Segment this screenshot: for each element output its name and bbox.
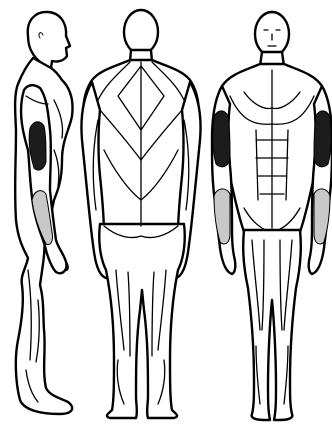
back-legs [99,224,185,418]
front-legs [243,230,301,420]
front-right-forearm-muscle [314,189,330,244]
side-view-figure [15,12,72,414]
front-view-figure [212,12,332,420]
back-head [124,10,158,54]
back-view-figure [81,10,200,418]
front-right-biceps-muscle [314,111,331,167]
front-left-biceps-muscle [213,111,230,167]
front-left-forearm-muscle [214,189,230,244]
